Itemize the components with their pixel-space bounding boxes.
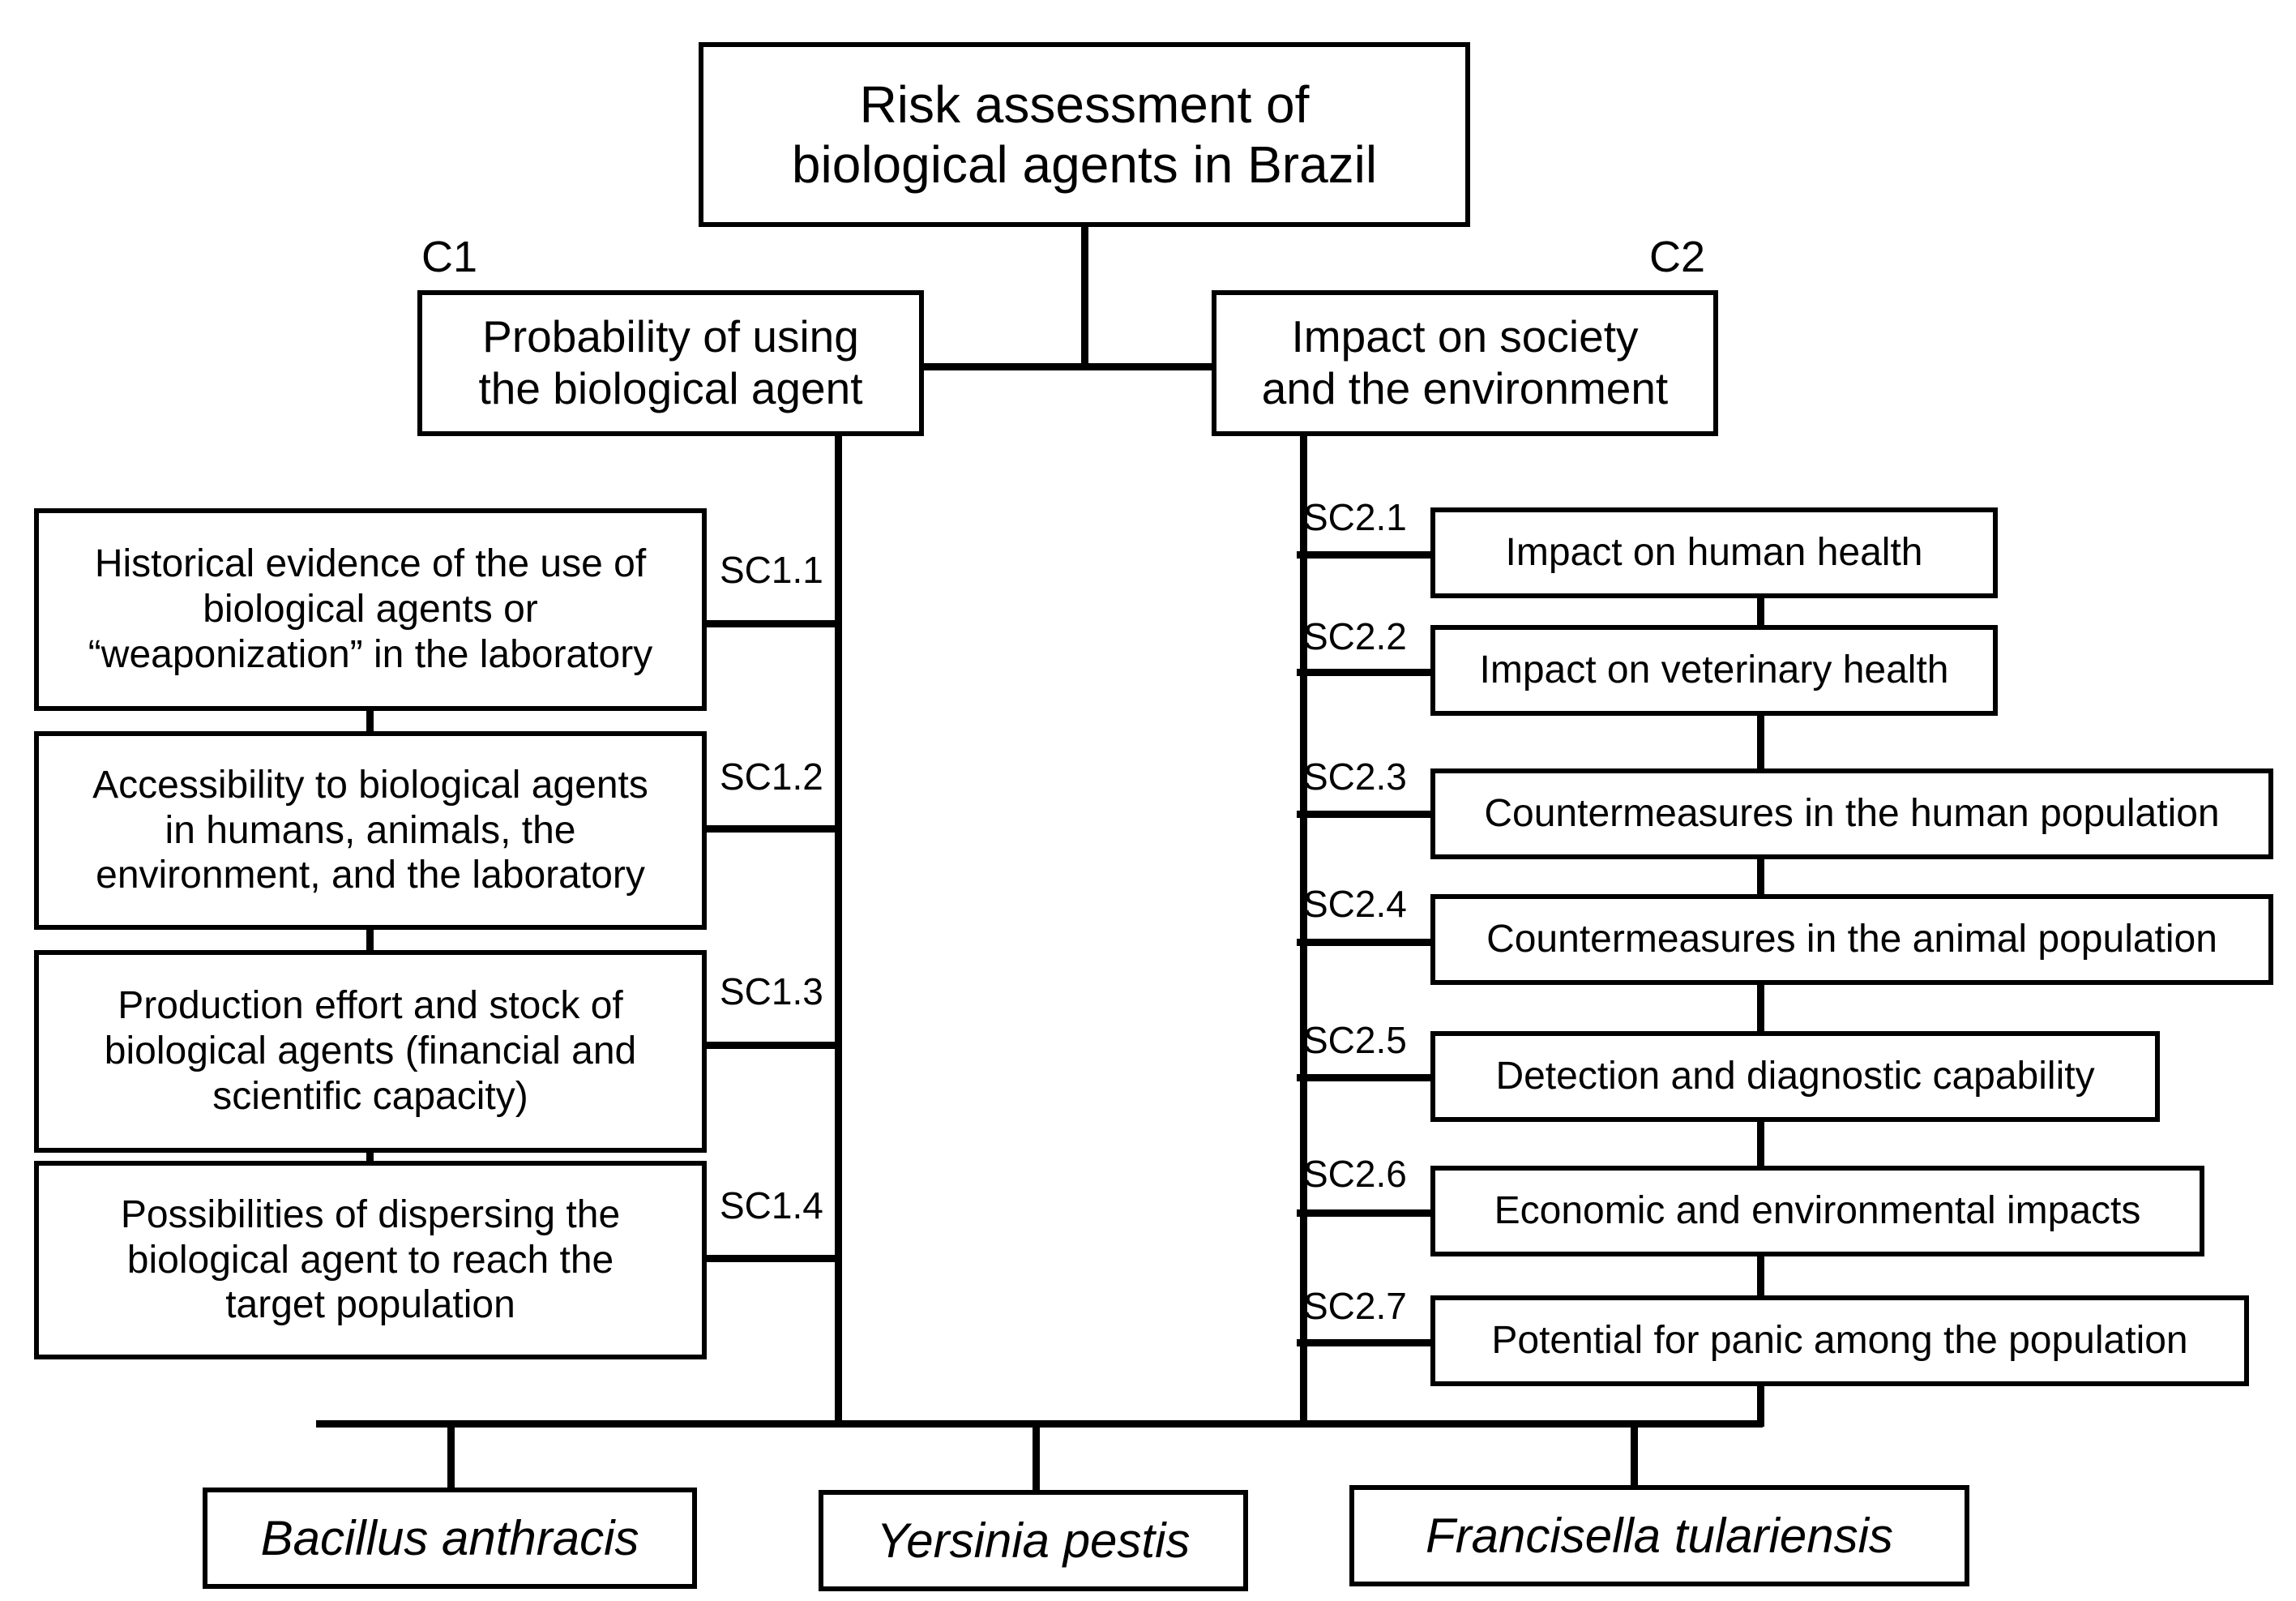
connector-sc1-3-to-4 bbox=[366, 1148, 374, 1165]
connector-sc2-1-stub bbox=[1297, 551, 1434, 559]
connector-sc1-1-to-2 bbox=[366, 706, 374, 735]
sub-criteria-box-sc1-3: Production effort and stock of biologica… bbox=[34, 950, 707, 1153]
agent-label-2: Yersinia pestis bbox=[876, 1513, 1191, 1568]
sub-criteria-box-sc2-2: Impact on veterinary health bbox=[1430, 625, 1998, 716]
sub-criteria-tag-sc2-6: SC2.6 bbox=[1303, 1153, 1407, 1195]
connector-sc2-chain bbox=[1757, 551, 1764, 1427]
connector-sc2-7-stub bbox=[1297, 1339, 1434, 1346]
connector-agent-1-drop bbox=[447, 1420, 455, 1492]
sub-criteria-label-sc2-6: Economic and environmental impacts bbox=[1494, 1189, 2141, 1233]
sub-criteria-box-sc1-1: Historical evidence of the use of biolog… bbox=[34, 508, 707, 711]
sub-criteria-tag-sc2-2: SC2.2 bbox=[1303, 615, 1407, 657]
sub-criteria-box-sc1-2: Accessibility to biological agents in hu… bbox=[34, 731, 707, 930]
connector-agent-3-drop bbox=[1631, 1420, 1638, 1492]
sub-criteria-label-sc2-5: Detection and diagnostic capability bbox=[1495, 1055, 2095, 1098]
sub-criteria-tag-sc1-3: SC1.3 bbox=[720, 970, 823, 1012]
sub-criteria-tag-sc2-5: SC2.5 bbox=[1303, 1019, 1407, 1061]
sub-criteria-label-sc2-7: Potential for panic among the population bbox=[1491, 1319, 2188, 1363]
sub-criteria-tag-sc2-1: SC2.1 bbox=[1303, 496, 1407, 538]
criteria-box-c1: Probability of using the biological agen… bbox=[417, 290, 924, 436]
connector-sc1-2-stub bbox=[702, 825, 838, 833]
criteria-label-c2: Impact on society and the environment bbox=[1261, 311, 1669, 413]
sub-criteria-box-sc2-1: Impact on human health bbox=[1430, 507, 1998, 598]
diagram-title-box: Risk assessment of biological agents in … bbox=[699, 42, 1470, 227]
connector-sc2-2-stub bbox=[1297, 669, 1434, 676]
sub-criteria-box-sc2-7: Potential for panic among the population bbox=[1430, 1295, 2249, 1386]
sub-criteria-label-sc2-2: Impact on veterinary health bbox=[1479, 649, 1949, 692]
connector-sc2-6-stub bbox=[1297, 1209, 1434, 1217]
connector-sc1-3-stub bbox=[702, 1042, 838, 1049]
connector-c2-trunk bbox=[1300, 436, 1307, 1427]
sub-criteria-label-sc1-4: Possibilities of dispersing the biologic… bbox=[120, 1192, 621, 1327]
sub-criteria-label-sc2-4: Countermeasures in the animal population bbox=[1486, 918, 2217, 961]
agent-label-1: Bacillus anthracis bbox=[260, 1510, 639, 1565]
agent-box-francisella-tulariensis: Francisella tulariensis bbox=[1349, 1485, 1969, 1586]
connector-sc2-4-stub bbox=[1297, 939, 1434, 946]
sub-criteria-box-sc1-4: Possibilities of dispersing the biologic… bbox=[34, 1161, 707, 1359]
sub-criteria-box-sc2-5: Detection and diagnostic capability bbox=[1430, 1031, 2160, 1122]
sub-criteria-tag-sc1-2: SC1.2 bbox=[720, 756, 823, 798]
connector-sc1-4-stub bbox=[702, 1255, 838, 1262]
sub-criteria-label-sc1-2: Accessibility to biological agents in hu… bbox=[92, 763, 648, 897]
diagram-title-text: Risk assessment of biological agents in … bbox=[791, 75, 1378, 194]
sub-criteria-label-sc2-3: Countermeasures in the human population bbox=[1484, 792, 2220, 836]
connector-sc1-2-to-3 bbox=[366, 925, 374, 954]
agent-box-yersinia-pestis: Yersinia pestis bbox=[819, 1490, 1248, 1591]
criteria-tag-c1: C1 bbox=[421, 233, 478, 281]
sub-criteria-tag-sc2-3: SC2.3 bbox=[1303, 756, 1407, 798]
sub-criteria-label-sc1-1: Historical evidence of the use of biolog… bbox=[88, 542, 653, 676]
connector-title-stem bbox=[1081, 227, 1088, 366]
sub-criteria-box-sc2-4: Countermeasures in the animal population bbox=[1430, 894, 2273, 985]
sub-criteria-tag-sc2-4: SC2.4 bbox=[1303, 883, 1407, 925]
sub-criteria-label-sc2-1: Impact on human health bbox=[1505, 531, 1923, 575]
criteria-box-c2: Impact on society and the environment bbox=[1212, 290, 1718, 436]
connector-sc2-3-stub bbox=[1297, 811, 1434, 818]
sub-criteria-tag-sc2-7: SC2.7 bbox=[1303, 1285, 1407, 1327]
agent-box-bacillus-anthracis: Bacillus anthracis bbox=[203, 1488, 697, 1589]
agent-label-3: Francisella tulariensis bbox=[1426, 1508, 1893, 1563]
connector-sc2-5-stub bbox=[1297, 1074, 1434, 1081]
criteria-label-c1: Probability of using the biological agen… bbox=[478, 311, 863, 413]
criteria-tag-c2: C2 bbox=[1649, 233, 1706, 281]
connector-sc1-1-stub bbox=[702, 620, 838, 627]
connector-c1-trunk bbox=[835, 436, 842, 1427]
connector-criteria-bus bbox=[919, 363, 1216, 370]
sub-criteria-box-sc2-6: Economic and environmental impacts bbox=[1430, 1166, 2204, 1256]
sub-criteria-tag-sc1-4: SC1.4 bbox=[720, 1184, 823, 1226]
sub-criteria-tag-sc1-1: SC1.1 bbox=[720, 549, 823, 591]
connector-agent-2-drop bbox=[1033, 1420, 1040, 1492]
sub-criteria-box-sc2-3: Countermeasures in the human population bbox=[1430, 768, 2273, 859]
sub-criteria-label-sc1-3: Production effort and stock of biologica… bbox=[104, 984, 637, 1118]
